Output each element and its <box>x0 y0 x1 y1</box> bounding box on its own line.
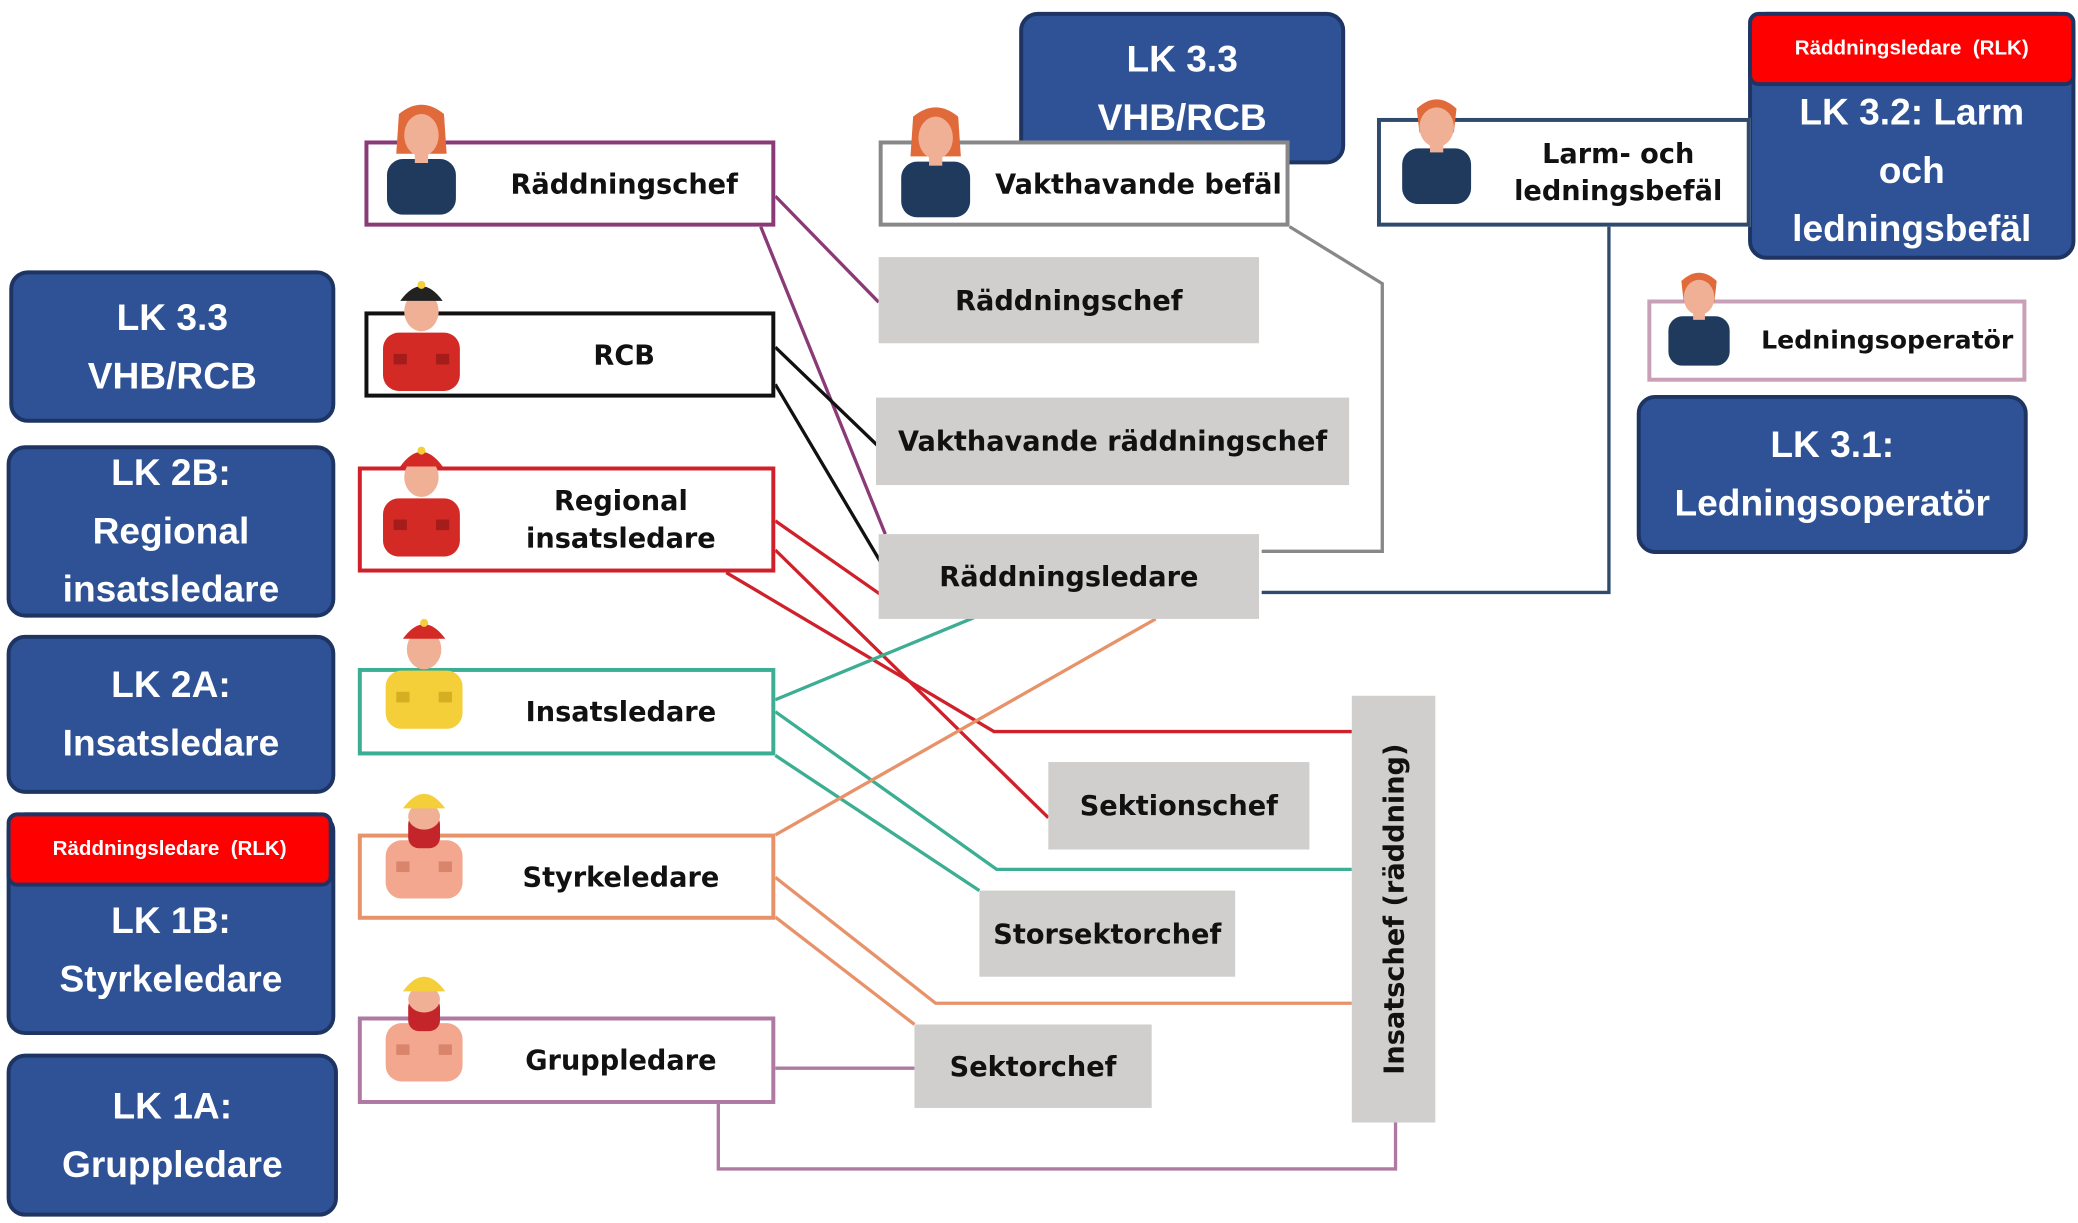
connector-rcb-to-vakthavande-raddningschef <box>774 346 880 448</box>
firefighter-figure-icon <box>383 446 460 557</box>
officer-figure-icon <box>386 104 456 215</box>
connector-insatsledare-to-insatschef <box>774 710 1352 872</box>
connector-insatsledare-to-storsektorchef <box>774 754 981 892</box>
connector-gruppledare-to-insatschef <box>716 1103 1398 1171</box>
function-storsektorchef: Storsektorchef <box>979 890 1236 977</box>
connector-styrkeledare-to-sektorchef <box>774 915 916 1026</box>
connector-insatsledare-to-raddningsledare <box>774 616 975 702</box>
role-ledningsoperator: Ledningsoperatör <box>1647 299 2027 382</box>
function-vakthavande-raddningschef: Vakthavande räddningschef <box>876 397 1350 486</box>
lk-1a: LK 1A: Gruppledare <box>6 1053 338 1217</box>
connector-regional-to-sektionschef <box>774 548 1050 819</box>
connector-raddningschef-to-raddningschef <box>774 194 880 304</box>
connector-raddningschef-to-raddningsledare <box>759 226 887 535</box>
connector-regional-to-raddningsledare <box>774 519 883 597</box>
function-sektionschef: Sektionschef <box>1048 762 1310 850</box>
function-sektorchef: Sektorchef <box>914 1024 1152 1108</box>
lk-3-3-top: LK 3.3 VHB/RCB <box>1019 11 1346 165</box>
officer-figure-icon <box>1402 99 1472 205</box>
connector-styrkeledare-to-insatschef <box>774 876 1352 1005</box>
firefighter-figure-icon <box>385 793 463 899</box>
lk-2a: LK 2A: Insatsledare <box>6 634 336 794</box>
role-larm-och-ledningsbefal: Larm- och ledningsbefäl <box>1376 117 1751 227</box>
function-raddningsledare: Räddningsledare <box>878 534 1260 619</box>
officer-figure-icon <box>901 107 971 218</box>
connector-styrkeledare-to-raddningsledare <box>774 617 1157 837</box>
lk-3-3-left: LK 3.3 VHB/RCB <box>9 270 336 423</box>
lk-3-1: LK 3.1: Ledningsoperatör <box>1636 394 2028 554</box>
rlk-badge-top-right: Räddningsledare (RLK) <box>1748 11 2076 87</box>
function-raddningschef: Räddningschef <box>878 257 1260 344</box>
connector-rcb-to-raddningsledare <box>773 383 883 565</box>
connector-regional-to-insatschef <box>725 571 1352 734</box>
firefighter-figure-icon <box>385 976 463 1082</box>
firefighter-figure-icon <box>383 280 460 391</box>
function-insatschef: Insatschef (räddning) <box>1351 695 1436 1123</box>
officer-figure-icon <box>1668 272 1730 366</box>
connector-larm-to-raddningsledare <box>1261 226 1611 595</box>
firefighter-figure-icon <box>385 618 463 729</box>
rlk-badge-left: Räddningsledare (RLK) <box>6 812 333 887</box>
connector-vakthavande-befal-to-raddningsledare <box>1261 225 1384 553</box>
lk-2b: LK 2B: Regional insatsledare <box>6 445 336 618</box>
